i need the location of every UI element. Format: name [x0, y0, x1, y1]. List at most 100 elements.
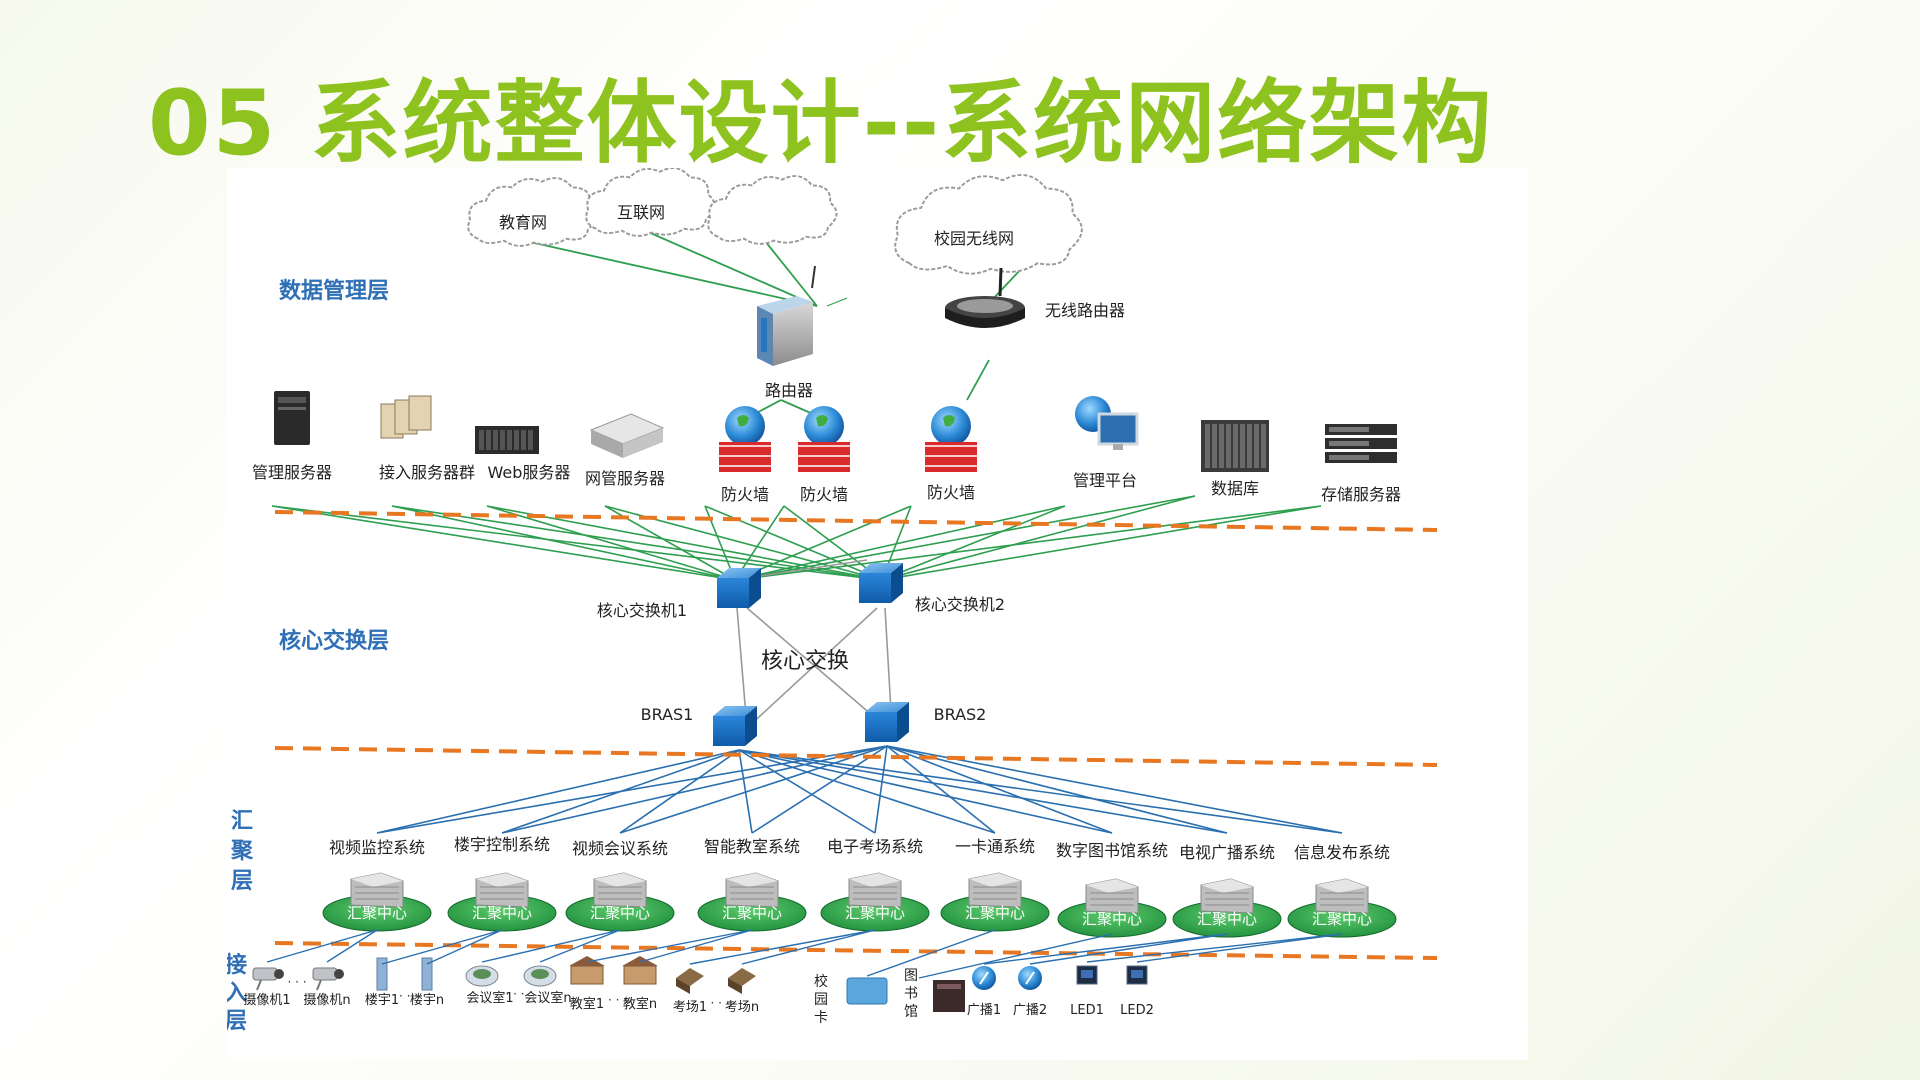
firewall-icon [925, 406, 977, 472]
ellipsis: · · · [287, 975, 306, 989]
system-label: 楼宇控制系统 [454, 835, 550, 854]
cloud-1: 教育网 [467, 177, 598, 247]
access-label: 广播1 [967, 1003, 1001, 1018]
link-line [874, 745, 888, 834]
link-line [881, 505, 1322, 581]
access-device: 图书馆 [904, 968, 965, 1020]
divider-line [274, 746, 1438, 767]
core-switch-label: 核心交换机2 [915, 595, 1005, 614]
page-title: 05 系统整体设计--系统网络架构 [148, 71, 1494, 176]
server-label: 管理平台 [1073, 471, 1137, 490]
access-label: 卡 [814, 1010, 828, 1026]
broadcast-icon [1018, 966, 1042, 990]
link-line [539, 929, 621, 963]
access-label: 摄像机n [303, 993, 350, 1008]
aggregation-systems: 视频监控系统汇聚中心楼宇控制系统汇聚中心视频会议系统汇聚中心智能教室系统汇聚中心… [322, 835, 1397, 938]
link-line [734, 505, 1322, 581]
link-line [520, 239, 818, 307]
system-label: 电子考场系统 [827, 837, 923, 856]
access-label: 教室n [623, 996, 657, 1012]
server-label: 存储服务器 [1321, 485, 1401, 504]
server-node: 网管服务器 [585, 413, 665, 488]
link-line [391, 505, 736, 581]
link-line [501, 745, 888, 834]
cloud-label: 校园无线网 [934, 229, 1014, 248]
link-line [886, 745, 1343, 834]
router-label: 路由器 [765, 381, 813, 400]
hub-label: 汇聚中心 [1082, 910, 1142, 928]
link-line [689, 929, 876, 965]
hub-icon [565, 872, 675, 932]
wireless-router: 无线路由器 [945, 267, 1125, 328]
access-label: 楼宇n [410, 993, 444, 1008]
link-line [881, 495, 1196, 581]
switch-icon [713, 706, 757, 746]
ellipsis: · · · [710, 996, 729, 1010]
server-label: 管理服务器 [252, 463, 332, 482]
hub-icon [697, 872, 807, 932]
link-line [746, 559, 868, 579]
server-node: 接入服务器群 [379, 395, 475, 482]
link-line [381, 929, 503, 965]
camera-icon [312, 967, 344, 991]
link-line [639, 929, 753, 963]
access-label: 会议室1 [466, 990, 513, 1006]
core-switch-1: 核心交换机1 [597, 568, 761, 620]
hub-icon [820, 872, 930, 932]
server-node: 存储服务器 [1321, 424, 1401, 504]
cloud-icon [585, 168, 716, 237]
server-node: 防火墙 [719, 406, 771, 504]
server-label: 网管服务器 [585, 469, 665, 488]
switch-icon [859, 563, 903, 603]
link-line [734, 505, 785, 581]
hub-icon [1287, 878, 1397, 938]
cloud-icon [467, 177, 598, 247]
system-label: 数字图书馆系统 [1056, 841, 1168, 860]
server-node: 防火墙 [798, 406, 850, 504]
link-line [638, 227, 818, 307]
card-icon [846, 977, 888, 1005]
monitor-globe-icon [1075, 396, 1139, 450]
cloud-4: 校园无线网 [894, 174, 1083, 275]
link-line [741, 929, 876, 965]
layer-label-aggregation: 汇聚层 [230, 809, 254, 894]
network-diagram-panel: 数据管理层 核心交换层 汇聚层 接入层 教育网互联网校园无线网 路由器 [227, 168, 1528, 1060]
link-lines [271, 227, 1343, 834]
building-icon [421, 957, 433, 991]
access-label: 考场1 [673, 1000, 707, 1015]
network-server-icon [589, 413, 665, 458]
link-line [1086, 933, 1343, 963]
link-line [746, 607, 878, 729]
blade-server-icon [1201, 420, 1269, 472]
cloud-3 [707, 175, 838, 245]
hub-label: 汇聚中心 [1312, 910, 1372, 928]
link-line [966, 359, 990, 401]
cloud-label: 互联网 [617, 203, 665, 222]
link-line [886, 745, 1228, 834]
link-line [738, 749, 753, 834]
link-line [326, 929, 378, 963]
link-line [501, 749, 740, 834]
link-line [734, 495, 1196, 581]
link-line [586, 929, 753, 963]
stadium-icon [523, 965, 557, 987]
divider-line [274, 510, 1438, 532]
tower-server-icon [274, 391, 310, 445]
hub-label: 汇聚中心 [590, 904, 650, 922]
link-line [746, 607, 888, 729]
system-label: 智能教室系统 [704, 837, 800, 856]
bras-label: BRAS2 [934, 705, 987, 724]
